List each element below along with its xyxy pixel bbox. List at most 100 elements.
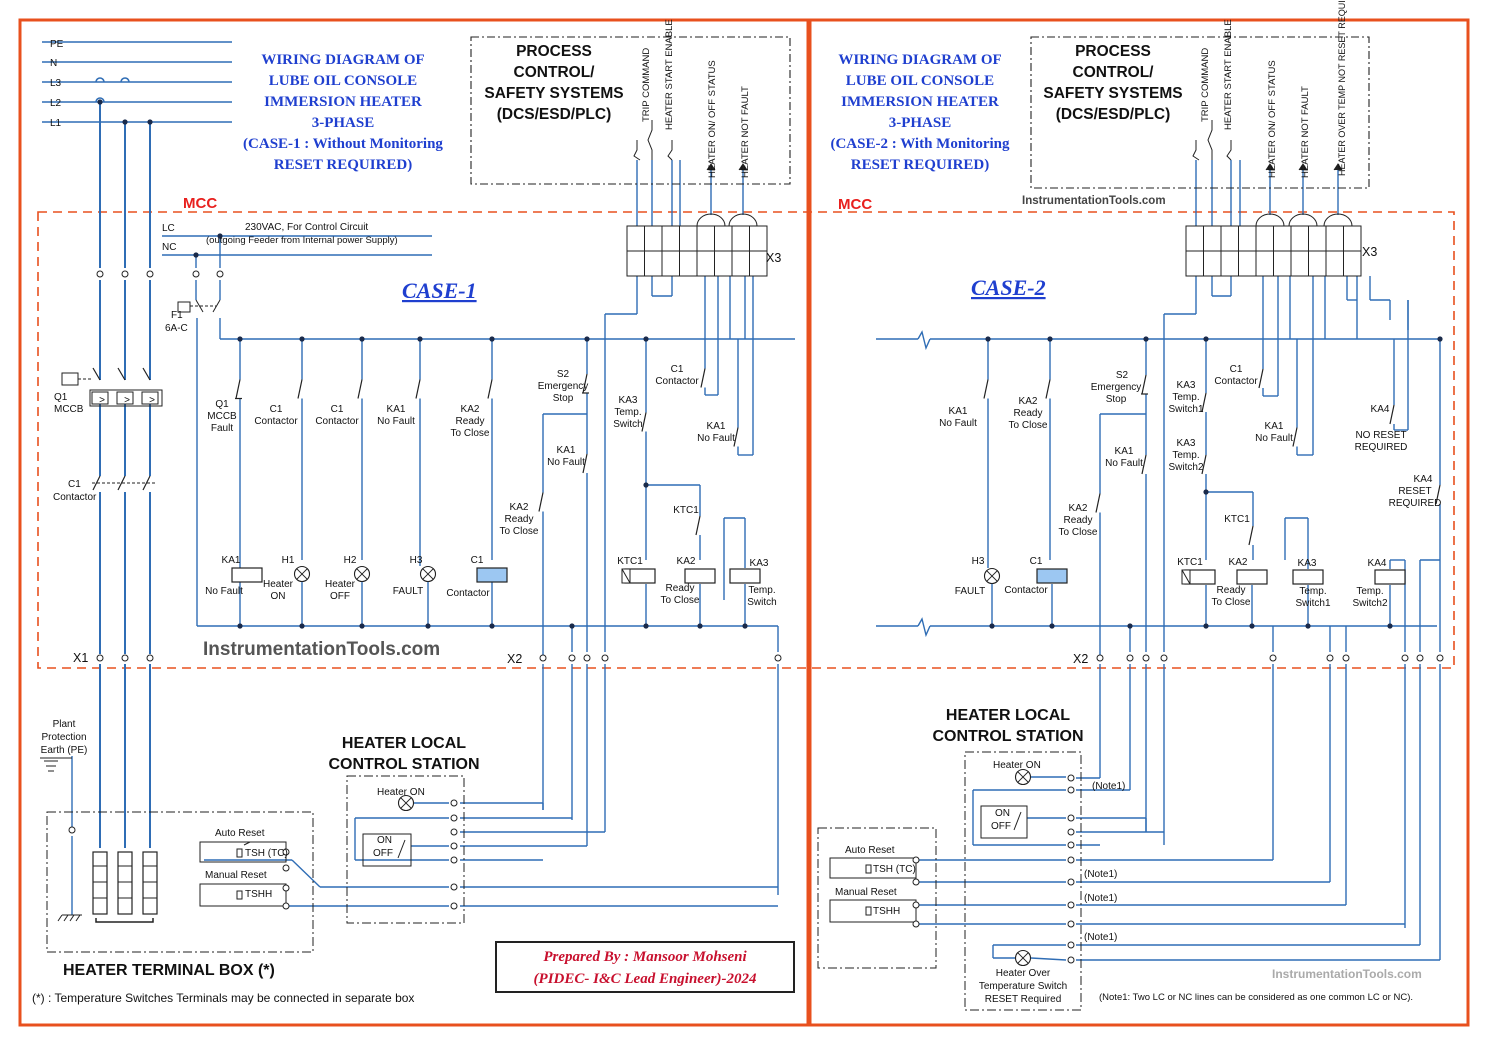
terminal-block-cell [1255, 250, 1274, 277]
local-station-title: CONTROL STATION [932, 728, 1083, 745]
tshh-icon [236, 890, 243, 900]
lamp-icon [986, 570, 998, 582]
component-label: KA2 [510, 502, 529, 513]
manual-reset-label: Manual Reset [835, 887, 897, 898]
component-label: Switch1 [1295, 598, 1330, 609]
component-label: Contactor [446, 588, 490, 599]
junction-dot [489, 336, 495, 342]
terminal [1067, 878, 1075, 886]
coil-symbol [684, 568, 716, 584]
junction-dot [1127, 623, 1133, 629]
component-label: KA2 [461, 404, 480, 415]
contact-symbol [1292, 427, 1298, 447]
terminal-block-cell [731, 225, 750, 252]
terminal [216, 270, 224, 278]
trip-symbol: > [124, 395, 130, 406]
component-label: H2 [344, 555, 357, 566]
component-label: Ready [505, 514, 534, 525]
pcs-signal-label: TRIP COMMAND [641, 48, 652, 122]
component-label: To Close [451, 428, 490, 439]
component-label: Switch [747, 597, 776, 608]
junction-dot [299, 623, 305, 629]
component-label: KA2 [1019, 396, 1038, 407]
terminal [450, 814, 458, 822]
watermark: InstrumentationTools.com [203, 639, 440, 660]
supply-phase-labels: PE N L3 L2 L1 [50, 39, 64, 129]
contact-symbol [1141, 454, 1147, 475]
pcs-line: PROCESS [516, 43, 592, 60]
component-label: Q1 [215, 399, 229, 410]
note-ref: (Note1) [1084, 932, 1117, 943]
terminal [450, 842, 458, 850]
power-contactor-label: C1 [68, 479, 81, 490]
terminal [1067, 814, 1075, 822]
terminal-block-cell [1325, 225, 1344, 252]
terminal [96, 270, 104, 278]
component-label: Fault [211, 423, 233, 434]
tshh-box [199, 883, 287, 907]
tshh-box [829, 899, 917, 923]
terminal-block-cell [1290, 250, 1309, 277]
component-label: KA1 [222, 555, 241, 566]
terminal [568, 654, 576, 662]
terminal [450, 828, 458, 836]
coil-symbol [476, 567, 508, 583]
mccb-pole [92, 367, 101, 381]
terminal [282, 884, 290, 892]
over-temp-label: Heater Over [996, 968, 1051, 979]
signal-loop [1288, 213, 1318, 227]
signal-loop [728, 213, 758, 227]
junction-dot [1203, 489, 1209, 495]
component-label: OFF [330, 591, 350, 602]
pcs-contact-icon [1207, 120, 1213, 160]
terminal-block-cell [696, 225, 715, 252]
signal-loop [1323, 213, 1353, 227]
lamp-icon [356, 568, 368, 580]
junction-dot [742, 623, 748, 629]
case1-title-line: (CASE-1 : Without Monitoring [243, 136, 443, 152]
contact-symbol [1045, 379, 1051, 399]
terminal-block-cell [679, 250, 698, 277]
lamp-icon [400, 797, 412, 809]
terminal-block-cell [1203, 225, 1222, 252]
contactor-pole [142, 475, 151, 491]
arrow-up-icon [1333, 163, 1343, 171]
terminal-block-cell [1185, 250, 1204, 277]
contact-symbol [733, 427, 739, 447]
terminal-block-cell [696, 250, 715, 277]
contact-symbol [1258, 368, 1264, 389]
terminal-block-cell [626, 250, 645, 277]
selector-switch [1013, 811, 1022, 831]
component-label: Ready [1064, 515, 1093, 526]
terminal-block-cell [749, 250, 768, 277]
component-label: C1 [471, 555, 484, 566]
pcs-contact-icon [1192, 140, 1200, 161]
junction-dot [1387, 623, 1393, 629]
component-label: Temp. [1172, 450, 1199, 461]
pcs-line: (DCS/ESD/PLC) [497, 106, 612, 123]
terminal-block-cell [1290, 225, 1309, 252]
contact-symbol [1435, 484, 1441, 505]
power-contactor-sub: Contactor [53, 492, 97, 503]
pcs-signal-label: HEATER ON/ OFF STATUS [1267, 60, 1278, 178]
manual-reset-label: Manual Reset [205, 870, 267, 881]
mccb-pole [117, 367, 126, 381]
contact-symbol [1201, 392, 1207, 413]
junction-dot [1203, 336, 1209, 342]
junction-dot [584, 336, 590, 342]
terminal-x1: X1 [73, 651, 88, 665]
pcs-signal-label: HEATER OVER TEMP NOT RESET REQUIRED [1337, 0, 1347, 176]
case1-title: WIRING DIAGRAM OF LUBE OIL CONSOLE IMMER… [243, 52, 443, 173]
component-label: Contactor [1004, 585, 1048, 596]
terminal-block-cell [679, 225, 698, 252]
terminal [121, 270, 129, 278]
contact-symbol [983, 379, 989, 399]
signal-loop [1255, 213, 1285, 227]
case2-title-line: LUBE OIL CONSOLE [846, 73, 994, 89]
junction-dot [359, 336, 365, 342]
mccb-trip [141, 391, 159, 405]
selector-switch [362, 833, 412, 867]
terminal-block-cell [714, 225, 733, 252]
component-label: Temp. [614, 407, 641, 418]
terminal-block-cell [1308, 250, 1327, 277]
